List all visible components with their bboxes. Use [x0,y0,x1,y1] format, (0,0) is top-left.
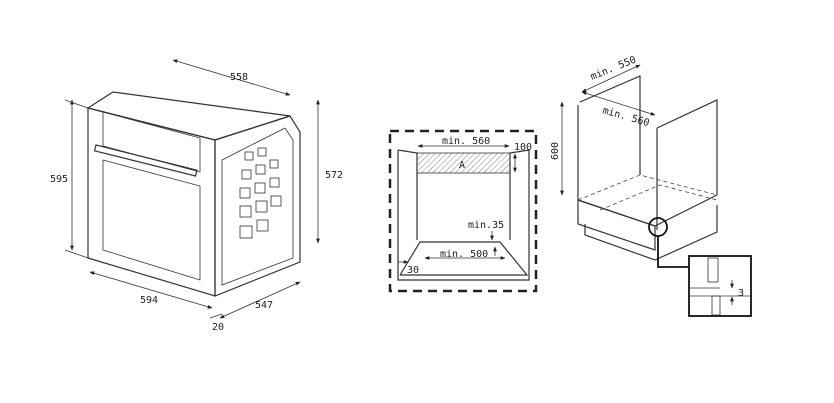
niche-min-width-label: min. 560 [442,136,490,147]
zone-a [416,152,511,174]
oven-vent-grille [239,147,282,239]
oven-drawing: 558 595 572 594 547 20 [50,59,343,333]
oven-side-height-label: 572 [325,170,343,181]
cabinet-drawing: min. 550 min. 560 600 3 [550,55,752,317]
oven-front [87,107,216,297]
detail-inset [688,255,752,317]
oven-side [214,115,301,297]
oven-front-width-label: 594 [140,295,158,306]
niche-top-height-label: 100 [514,142,532,153]
oven-front-height-label: 595 [50,174,68,185]
niche-min-bottom-width-label: min. 500 [440,249,488,260]
niche-side-gap-label: 30 [407,265,419,276]
detail-callout-circle [648,217,668,237]
niche-min-gap-label: min.35 [468,220,504,231]
niche-drawing: A min. 560 100 min. 500 min.35 30 [388,129,538,293]
zone-a-label: A [459,160,465,171]
cabinet-height-label: 600 [550,142,561,160]
oven-front-thickness-label: 20 [212,322,224,333]
oven-handle [93,144,198,177]
detail-gap-label: 3 [738,288,744,299]
cabinet-min-depth-label: min. 550 [589,55,638,83]
oven-width-label: 558 [230,72,248,83]
oven-depth-label: 547 [255,300,273,311]
cabinet-min-width-label: min. 560 [601,105,650,129]
